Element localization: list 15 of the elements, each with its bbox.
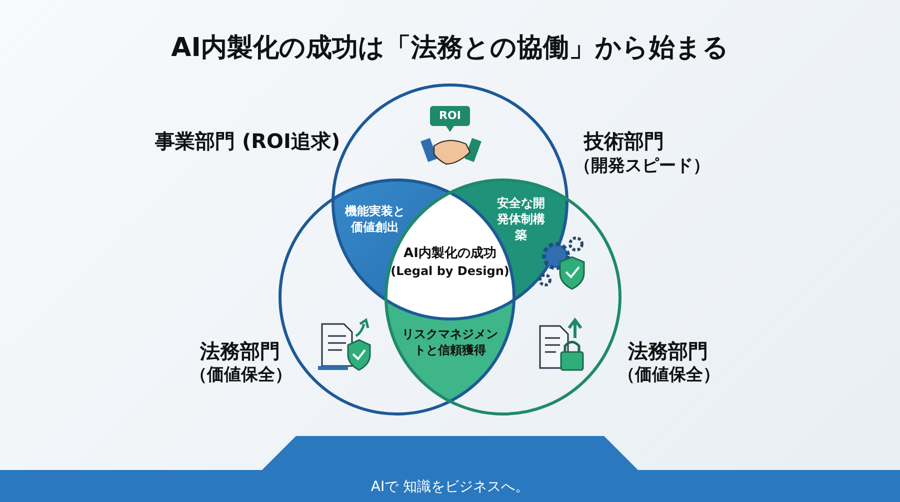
region-label: AI内製化の成功 <box>402 245 498 263</box>
department-label: 事業部門 (ROI追求) <box>155 128 340 155</box>
region-subtitle: (Legal by Design) <box>390 262 510 279</box>
department-note: （価値保全） <box>190 364 292 386</box>
tagline: AIで 知識をビジネスへ。 <box>370 478 530 496</box>
department-note: （開発スピード） <box>574 155 710 177</box>
department-label: 法務部門 <box>628 338 708 365</box>
region-label: 安全な開発体制構築 <box>496 195 546 244</box>
department-note: （価値保全） <box>618 364 720 386</box>
region-label: リスクマネジメントと信頼獲得 <box>401 326 499 358</box>
title: AI内製化の成功は「法務との協働」から始まる <box>170 32 730 65</box>
department-label: 技術部門 <box>584 128 664 155</box>
region-label: 機能実装と価値創出 <box>344 203 406 236</box>
department-label: 法務部門 <box>200 338 280 365</box>
speech-bubble-text: ROI <box>438 109 462 122</box>
